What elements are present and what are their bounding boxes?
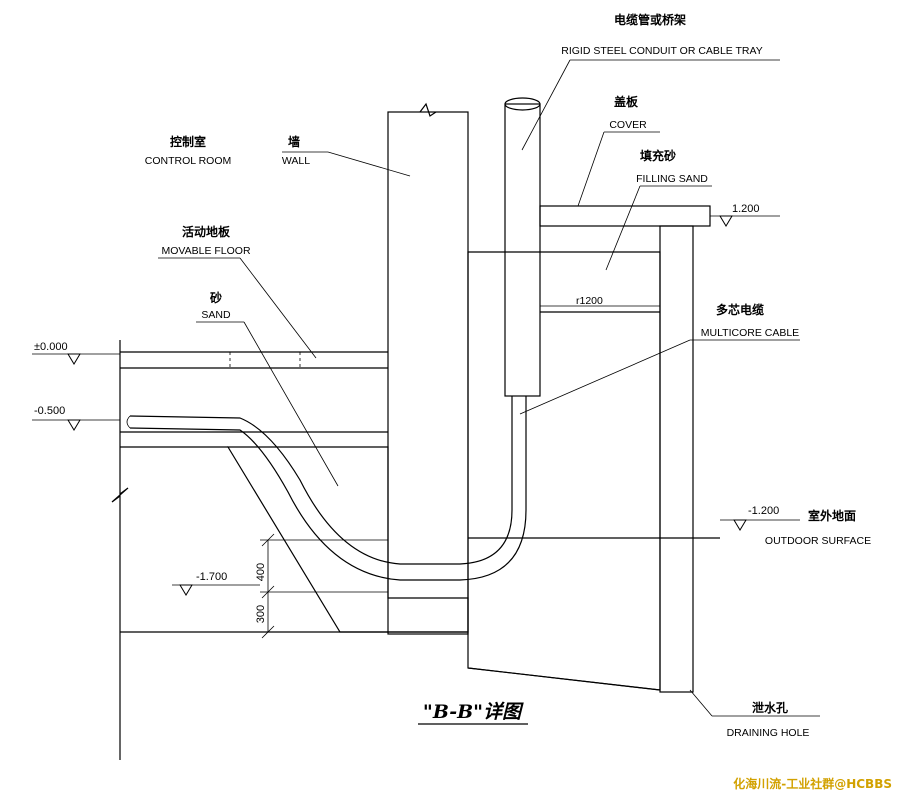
movable-floor-label-en: MOVABLE FLOOR (161, 245, 250, 257)
trench-outer-wall (659, 225, 694, 693)
level-zero-label: ±0.000 (34, 341, 68, 353)
dimension-lines: 400 300 (255, 533, 388, 639)
multicore-label-en: MULTICORE CABLE (701, 327, 799, 339)
conduit-label-en: RIGID STEEL CONDUIT OR CABLE TRAY (561, 45, 762, 57)
outdoor-label-cn: 室外地面 (808, 508, 856, 523)
watermark: 化海川流-工业社群@HCBBS (733, 776, 892, 791)
sand-label-en: SAND (201, 309, 231, 321)
multicore-label-cn: 多芯电缆 (716, 302, 764, 317)
radius-label: r1200 (576, 295, 603, 307)
draining-label-cn: 泄水孔 (752, 700, 788, 715)
outdoor-label-en: OUTDOOR SURFACE (765, 535, 871, 547)
level-minus-1700-label: -1.700 (196, 571, 227, 583)
cover-label-cn: 盖板 (614, 94, 639, 109)
wall-break-mark (419, 102, 437, 117)
wall-label-en: WALL (282, 155, 310, 167)
multicore-cable (126, 396, 527, 581)
annotations: 电缆管或桥架 RIGID STEEL CONDUIT OR CABLE TRAY… (145, 12, 871, 739)
filling-sand-label-en: FILLING SAND (636, 173, 708, 185)
cover-label-en: COVER (609, 119, 647, 131)
trench-filling-sand (467, 251, 661, 691)
drawing-title: "B-B"详图 (423, 701, 524, 723)
level-minus-1200-label: -1.200 (748, 505, 779, 517)
break-line-left (111, 340, 129, 760)
floor-sand-layer (119, 431, 389, 448)
level-minus-500-label: -0.500 (34, 405, 65, 417)
control-room-label-en: CONTROL ROOM (145, 155, 232, 167)
movable-floor-label-cn: 活动地板 (182, 224, 231, 239)
wall-label-cn: 墙 (288, 134, 300, 149)
sand-label-cn: 砂 (209, 290, 222, 305)
filling-sand-label-cn: 填充砂 (640, 148, 676, 163)
draining-label-en: DRAINING HOLE (727, 727, 810, 739)
level-markers: ±0.000 -0.500 -1.700 -1.200 1.200 (32, 203, 800, 596)
dim-400: 400 (255, 563, 267, 581)
conduit-label-cn: 电缆管或桥架 (614, 12, 686, 27)
level-plus-1200-label: 1.200 (732, 203, 760, 215)
control-room-label-cn: 控制室 (170, 134, 206, 149)
movable-floor (120, 351, 388, 369)
draining-hole-leader (689, 689, 713, 717)
sloped-sand-bed (226, 446, 469, 633)
leader-lines (158, 59, 800, 487)
rigid-steel-conduit (504, 97, 541, 397)
lower-sand-strip (387, 597, 469, 633)
dim-300: 300 (255, 605, 267, 623)
control-room-wall (387, 111, 469, 635)
